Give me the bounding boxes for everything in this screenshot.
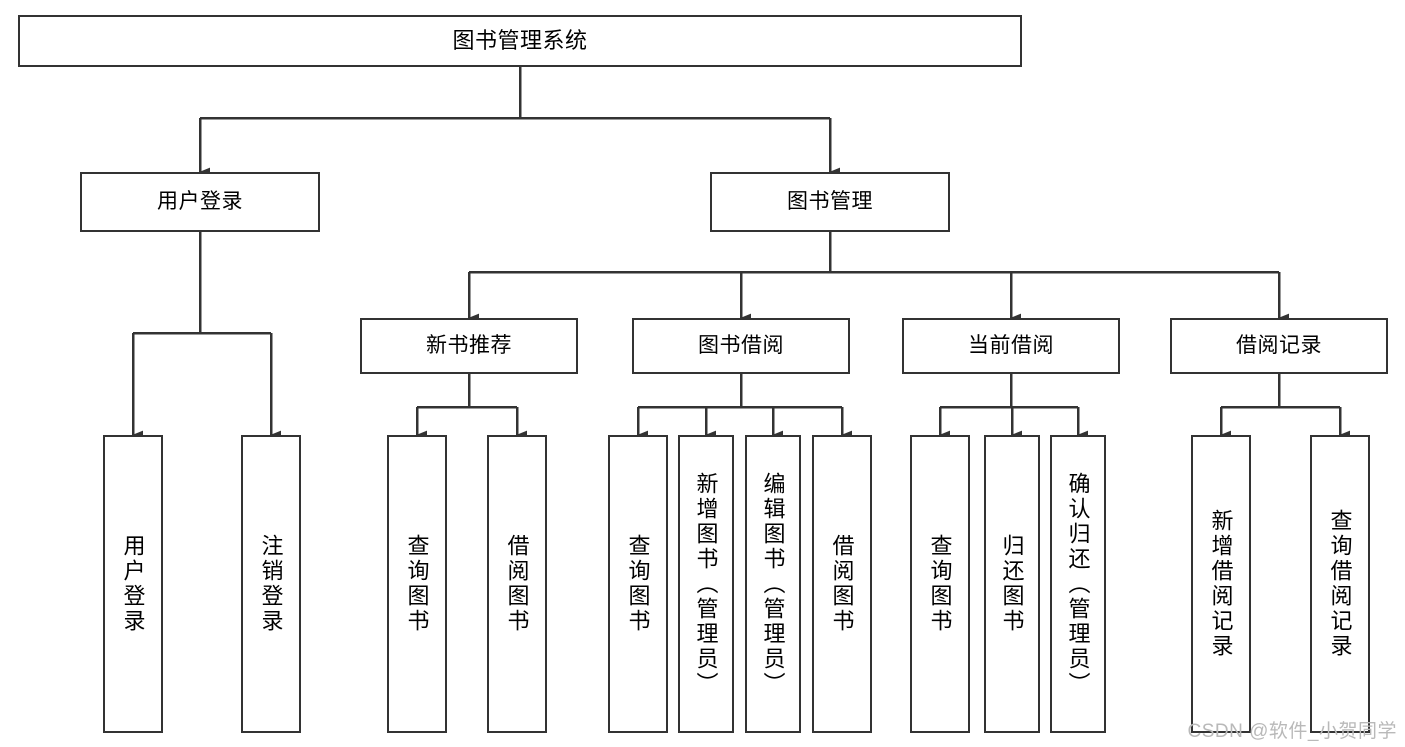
csdn-watermark: CSDN @软件_小贺同学 [1187, 721, 1397, 742]
node-book-management[interactable]: 图书管理 [710, 172, 950, 232]
leaf-confirm-return-label: 确认归还（管理员） [1065, 471, 1091, 697]
connector-paths [131, 67, 1351, 440]
leaf-edit-book-label: 编辑图书（管理员） [760, 471, 786, 697]
leaf-query-book-current-label: 查询图书 [927, 534, 953, 634]
leaf-logout[interactable]: 注销登录 [241, 435, 301, 733]
leaf-borrow-book-recommend-label: 借阅图书 [504, 534, 530, 634]
leaf-confirm-return[interactable]: 确认归还（管理员） [1050, 435, 1106, 733]
node-new-book-recommend-label: 新书推荐 [426, 333, 512, 357]
leaf-query-book-recommend[interactable]: 查询图书 [387, 435, 447, 733]
node-borrow-records[interactable]: 借阅记录 [1170, 318, 1388, 374]
leaf-logout-label: 注销登录 [258, 534, 284, 634]
node-book-borrow-label: 图书借阅 [698, 333, 784, 357]
node-root-label: 图书管理系统 [452, 28, 588, 54]
leaf-borrow-book[interactable]: 借阅图书 [812, 435, 872, 733]
leaf-query-book-recommend-label: 查询图书 [404, 534, 430, 634]
node-book-borrow[interactable]: 图书借阅 [632, 318, 850, 374]
node-current-borrow-label: 当前借阅 [968, 333, 1054, 357]
node-user-login[interactable]: 用户登录 [80, 172, 320, 232]
leaf-query-book-current[interactable]: 查询图书 [910, 435, 970, 733]
node-borrow-records-label: 借阅记录 [1236, 333, 1322, 357]
leaf-return-book-label: 归还图书 [999, 534, 1025, 634]
leaf-query-borrow-record-label: 查询借阅记录 [1327, 509, 1353, 659]
leaf-borrow-book-recommend[interactable]: 借阅图书 [487, 435, 547, 733]
leaf-add-book-label: 新增图书（管理员） [693, 471, 719, 697]
node-user-login-label: 用户登录 [157, 189, 243, 213]
leaf-query-borrow-record[interactable]: 查询借阅记录 [1310, 435, 1370, 733]
leaf-query-book-borrow[interactable]: 查询图书 [608, 435, 668, 733]
leaf-edit-book[interactable]: 编辑图书（管理员） [745, 435, 801, 733]
leaf-query-book-borrow-label: 查询图书 [625, 534, 651, 634]
leaf-user-login[interactable]: 用户登录 [103, 435, 163, 733]
node-book-management-label: 图书管理 [787, 189, 873, 213]
leaf-add-borrow-record[interactable]: 新增借阅记录 [1191, 435, 1251, 733]
leaf-borrow-book-label: 借阅图书 [829, 534, 855, 634]
leaf-add-book[interactable]: 新增图书（管理员） [678, 435, 734, 733]
node-current-borrow[interactable]: 当前借阅 [902, 318, 1120, 374]
leaf-add-borrow-record-label: 新增借阅记录 [1208, 509, 1234, 659]
leaf-return-book[interactable]: 归还图书 [984, 435, 1040, 733]
leaf-user-login-label: 用户登录 [120, 534, 146, 634]
node-root[interactable]: 图书管理系统 [18, 15, 1022, 67]
node-new-book-recommend[interactable]: 新书推荐 [360, 318, 578, 374]
